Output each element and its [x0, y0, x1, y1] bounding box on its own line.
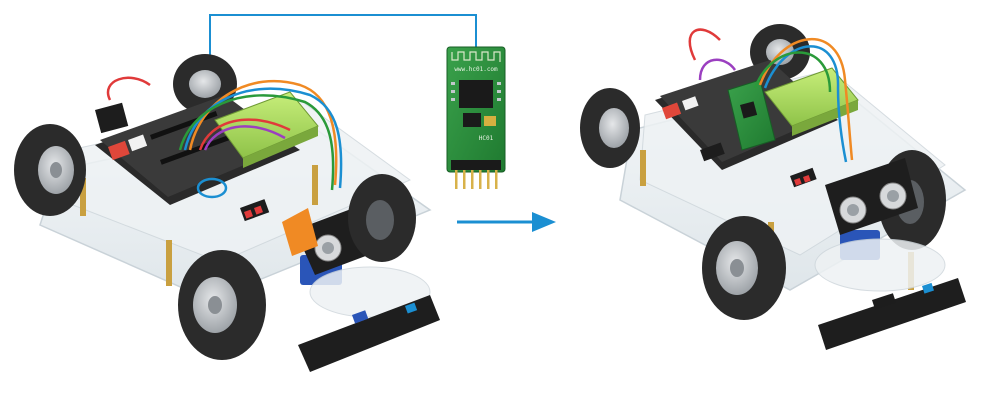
orange-mount: [282, 208, 318, 256]
front-plate: [814, 238, 946, 292]
line-sensor-board: [818, 278, 966, 350]
wheel: [702, 216, 786, 320]
wheel: [348, 174, 416, 262]
mounted-bluetooth-module: [727, 79, 776, 151]
wheel: [178, 250, 266, 360]
module-chip-label: HC01: [479, 135, 494, 142]
antenna-trace: [451, 51, 501, 62]
ultrasonic-sensor: [825, 158, 918, 235]
robot-car-left: [14, 54, 440, 372]
battery-pack: [214, 91, 319, 168]
module-url-label: www.hc01.com: [454, 66, 498, 73]
wheel: [14, 124, 86, 216]
battery-pack: [764, 67, 859, 136]
wheel: [580, 88, 640, 168]
bluetooth-module: www.hc01.com HC01: [446, 46, 506, 189]
jumper-wires: [688, 28, 854, 163]
arrow-right-icon: [457, 212, 556, 232]
line-sensor-board: [298, 295, 440, 372]
robot-car-right: [580, 24, 967, 350]
front-plate: [309, 266, 431, 318]
main-chip: [459, 80, 493, 108]
header-pins: [451, 160, 501, 189]
jumper-wires: [106, 76, 343, 199]
connector-wire: [209, 14, 477, 118]
